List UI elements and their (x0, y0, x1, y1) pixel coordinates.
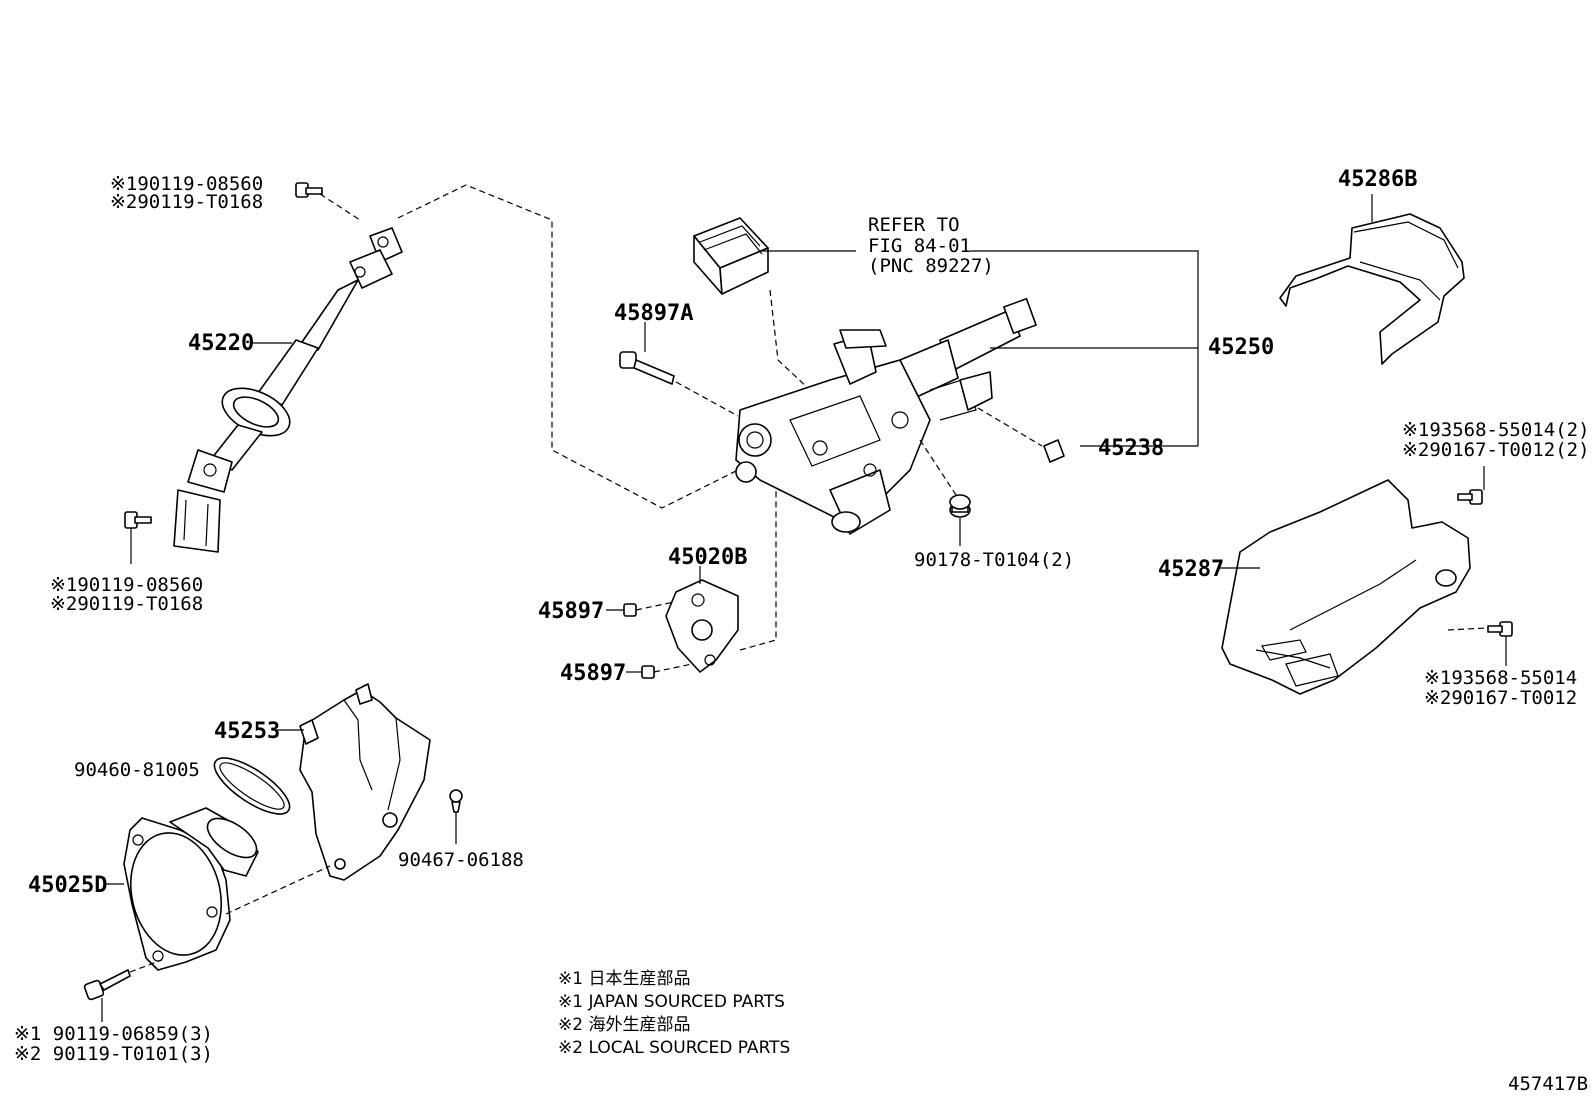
clip-90467[interactable] (449, 789, 463, 813)
label-45220-bolt-top-2: ※290119-T0168 (110, 191, 263, 213)
column-hole-cover-45253[interactable] (299, 683, 431, 881)
bolt-45025D[interactable] (83, 969, 131, 1001)
clip-45238[interactable] (1043, 439, 1065, 463)
screw-45287-bottom[interactable] (1487, 621, 1513, 637)
label-45020B: 45020B (668, 545, 747, 570)
note-2-en: ※2 LOCAL SOURCED PARTS (558, 1038, 790, 1058)
label-45286B: 45286B (1338, 167, 1417, 192)
label-90467: 90467-06188 (398, 849, 524, 871)
label-45897-lower: 45897 (560, 661, 626, 686)
label-45287: 45287 (1158, 557, 1224, 582)
label-45287-screw-top-2: ※290167-T0012(2) (1402, 439, 1590, 461)
label-45287-screw-top-1: ※193568-55014(2) (1402, 419, 1590, 441)
label-45220-bolt-bot-1: ※190119-08560 (50, 574, 203, 596)
label-refer-pnc: (PNC 89227) (868, 255, 994, 277)
label-45897-upper: 45897 (538, 599, 604, 624)
clamp-90460[interactable] (207, 748, 298, 824)
bolt-top-shaft (295, 182, 323, 198)
bracket-45020B[interactable] (665, 579, 739, 673)
label-45220-bolt-top-1: ※190119-08560 (110, 173, 263, 195)
bolt-45897A[interactable] (619, 351, 675, 385)
label-refer-fig: FIG 84-01 (868, 235, 971, 257)
label-45250: 45250 (1208, 335, 1274, 360)
bolt-45897-upper[interactable] (623, 603, 637, 617)
screw-45287-top[interactable] (1457, 489, 1483, 505)
label-refer-to: REFER TO (868, 214, 960, 236)
note-1-en: ※1 JAPAN SOURCED PARTS (558, 992, 785, 1012)
bolt-45897-lower[interactable] (641, 665, 655, 679)
label-45287-screw-bot-2: ※290167-T0012 (1424, 687, 1577, 709)
boot-45025D[interactable] (118, 807, 263, 971)
control-module-box[interactable] (693, 217, 769, 295)
label-45220: 45220 (188, 331, 254, 356)
label-45025D-bolt-2: ※2 90119-T0101(3) (14, 1043, 213, 1065)
label-90460: 90460-81005 (74, 759, 200, 781)
label-45238: 45238 (1098, 436, 1164, 461)
label-45220-bolt-bot-2: ※290119-T0168 (50, 593, 203, 615)
label-45025D-bolt-1: ※1 90119-06859(3) (14, 1023, 213, 1045)
label-45897A: 45897A (614, 301, 693, 326)
note-1-jp: ※1 日本生産部品 (558, 969, 690, 989)
label-45253: 45253 (214, 719, 280, 744)
note-2-jp: ※2 海外生産部品 (558, 1015, 690, 1035)
label-45025D: 45025D (28, 873, 107, 898)
steering-column-45250[interactable] (735, 297, 1037, 535)
diagram-id: 457417B (1508, 1073, 1588, 1095)
intermediate-shaft-45220[interactable] (124, 182, 403, 553)
upper-cover-45286B[interactable] (1279, 213, 1465, 365)
lower-cover-45287[interactable] (1221, 479, 1471, 695)
label-45287-screw-bot-1: ※193568-55014 (1424, 667, 1577, 689)
bolt-bottom-shaft (124, 511, 152, 529)
nut-90178[interactable] (949, 494, 971, 518)
label-90178: 90178-T0104(2) (914, 549, 1074, 571)
